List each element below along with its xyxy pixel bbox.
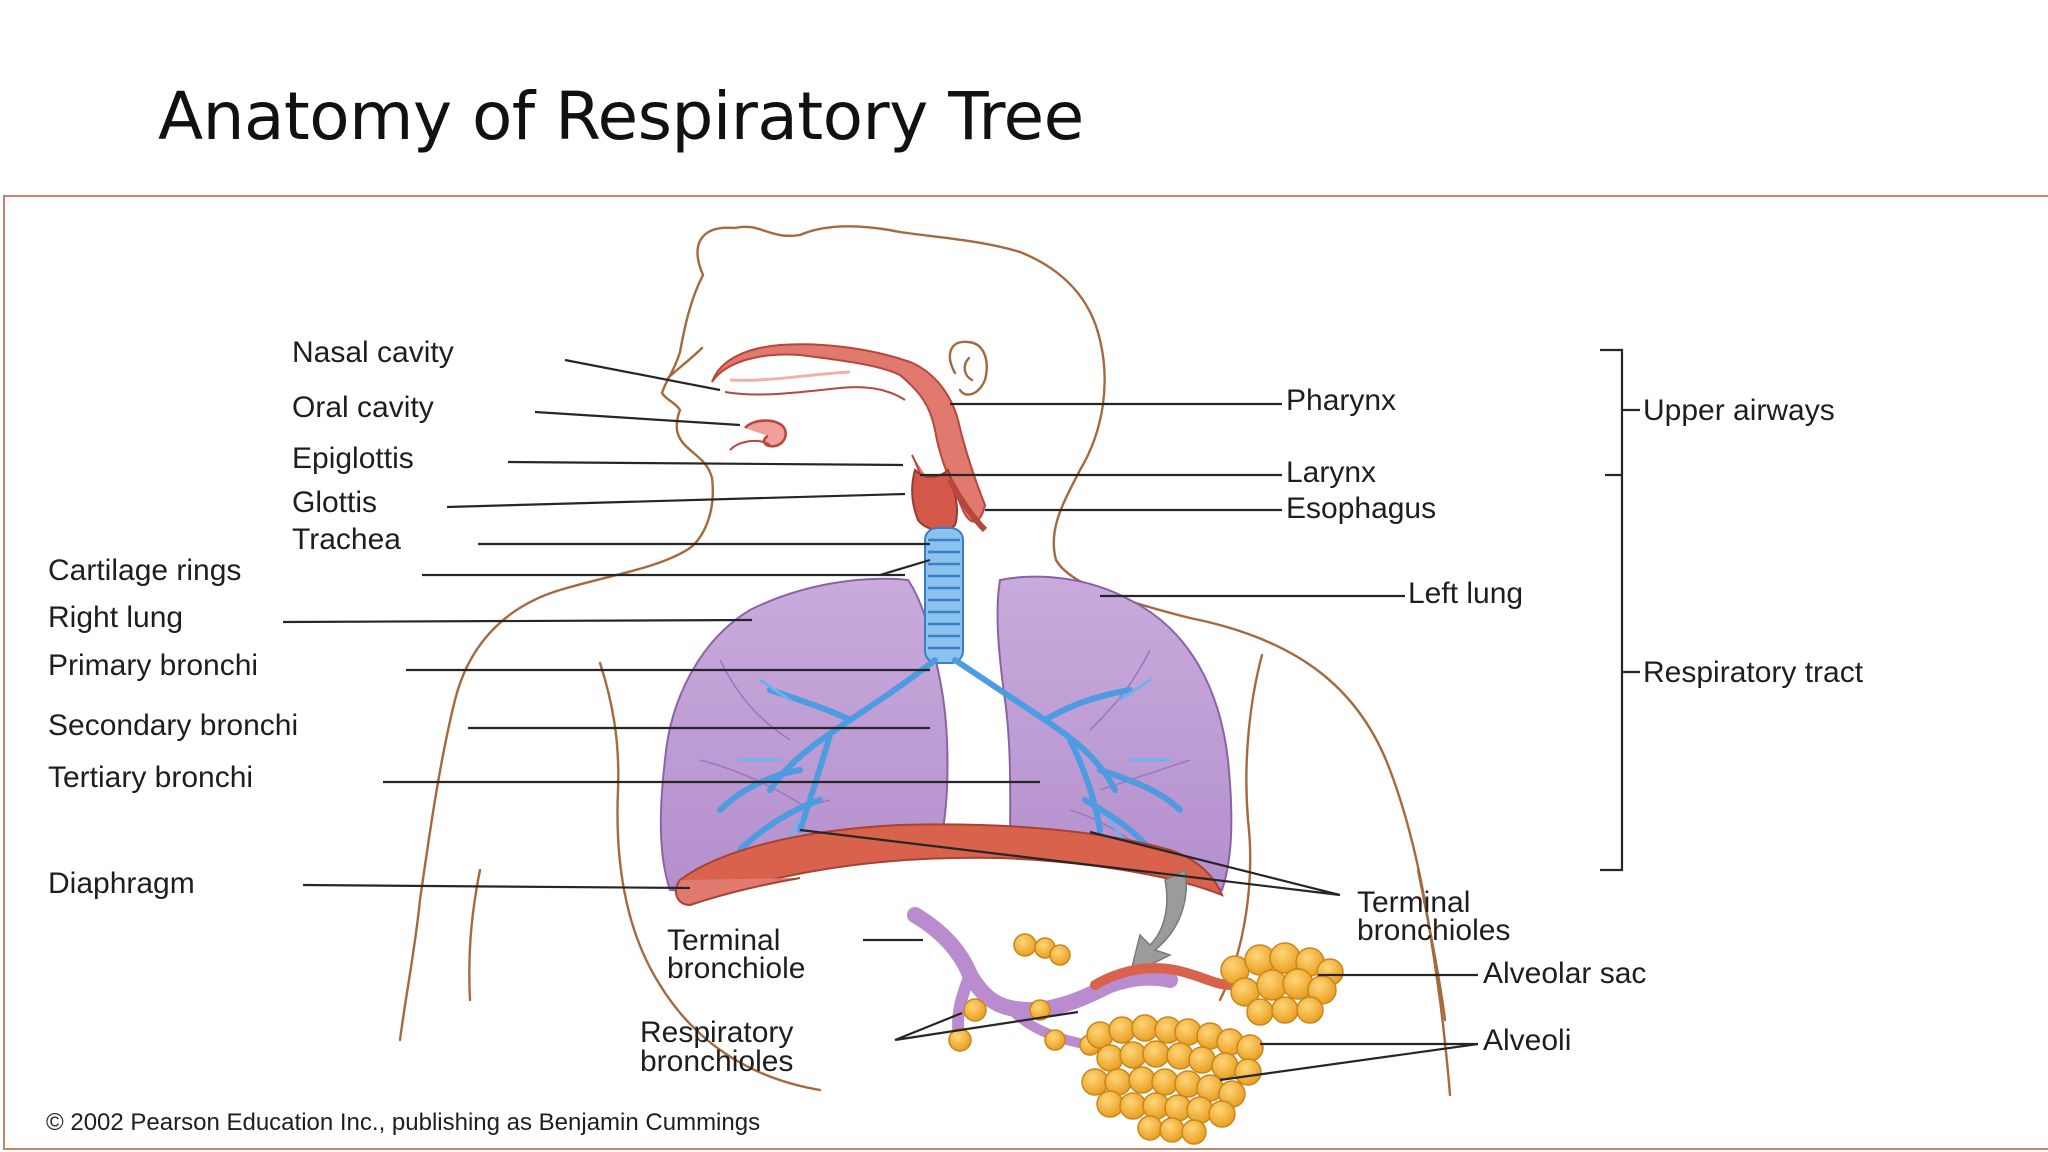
copyright-notice: © 2002 Pearson Education Inc., publishin… [46,1109,760,1136]
label-nasal-cavity: Nasal cavity [292,336,454,369]
label-terminal-bronchiole-line2: bronchiole [667,952,805,985]
label-alveoli: Alveoli [1483,1024,1571,1057]
label-respiratory-bronchioles-line2: bronchioles [640,1045,793,1078]
label-cartilage-rings: Cartilage rings [48,554,241,587]
label-oral-cavity: Oral cavity [292,391,434,424]
label-alveolar-sac: Alveolar sac [1483,957,1646,990]
label-secondary-bronchi: Secondary bronchi [48,709,298,742]
label-respiratory-tract: Respiratory tract [1643,656,1864,689]
upper-airway-illustration [711,343,988,533]
label-pharynx: Pharynx [1286,384,1396,417]
bronchiole-inset [907,907,1344,1145]
label-terminal-bronchioles-line2: bronchioles [1357,914,1510,947]
leader-lines [282,358,1479,1082]
airway-bracket [1600,348,1640,872]
label-right-lung: Right lung [48,601,183,634]
label-terminal-bronchiole-line1: Terminal [667,924,780,957]
label-glottis: Glottis [292,486,377,519]
label-tertiary-bronchi: Tertiary bronchi [48,761,253,794]
slide-title: Anatomy of Respiratory Tree [158,78,1084,155]
label-larynx: Larynx [1286,456,1376,489]
label-epiglottis: Epiglottis [292,442,414,475]
alveolar-sac-cluster [1220,942,1344,1026]
label-respiratory-bronchioles-line1: Respiratory [640,1016,793,1049]
label-upper-airways: Upper airways [1643,394,1835,427]
trachea-bronchi [717,527,1183,853]
lungs [659,575,1233,892]
figure-frame [3,195,2048,1150]
label-trachea: Trachea [292,523,401,556]
label-diaphragm: Diaphragm [48,867,195,900]
label-left-lung: Left lung [1408,577,1523,610]
diaphragm-illustration [674,823,1224,907]
diagram-labels: Nasal cavity Oral cavity Epiglottis Glot… [46,336,1864,1136]
zoom-arrow [1128,868,1187,977]
label-esophagus: Esophagus [1286,492,1436,525]
label-terminal-bronchioles-line1: Terminal [1357,886,1470,919]
label-primary-bronchi: Primary bronchi [48,649,258,682]
